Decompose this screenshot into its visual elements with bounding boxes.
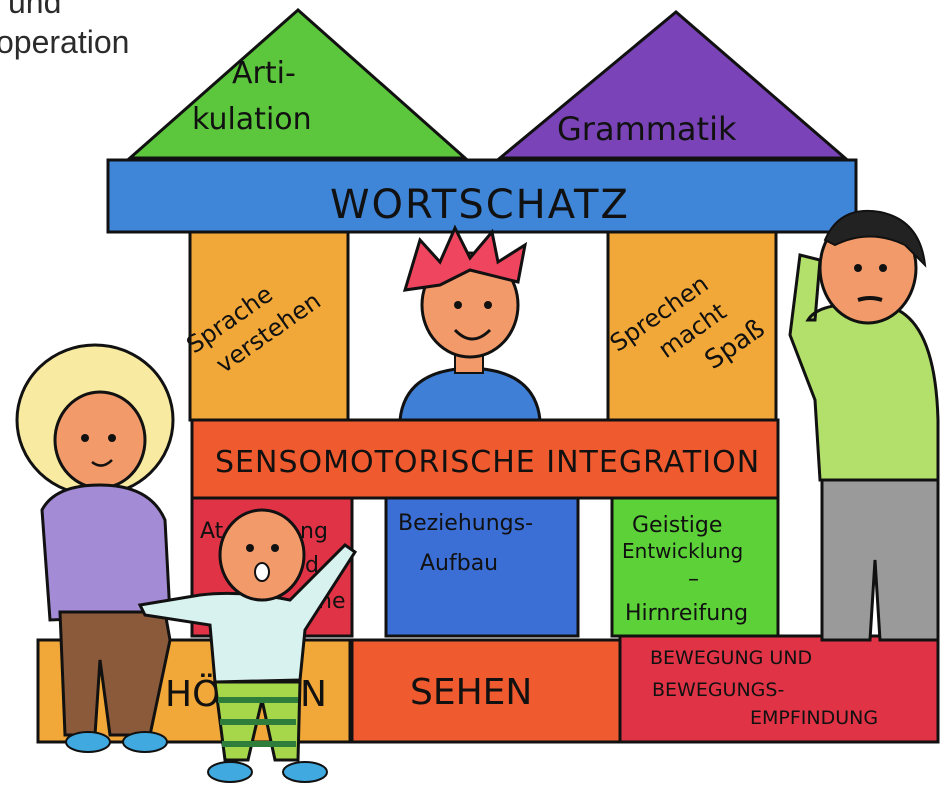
- toddler-figure: [137, 508, 358, 783]
- lower-right-label-2: Entwicklung: [622, 539, 743, 563]
- corner-text-line-1: und: [8, 0, 62, 20]
- boy-figure: [398, 224, 542, 422]
- base-right-label-1: BEWEGUNG UND: [650, 647, 812, 669]
- roof-left-label-2: kulation: [192, 102, 312, 137]
- lower-left-label-1: At: [200, 519, 224, 544]
- base-block-right: [618, 634, 940, 744]
- corner-text-line-2: operation: [0, 24, 130, 60]
- base-left-label-2: N: [300, 674, 327, 715]
- beam-middle-label: SENSOMOTORISCHE INTEGRATION: [215, 445, 760, 480]
- beam-middle: [190, 418, 780, 500]
- woman-figure: [15, 343, 175, 753]
- man-figure: [788, 209, 940, 642]
- lower-center-label-1: Beziehungs-: [398, 511, 533, 536]
- lower-center-label-2: Aufbau: [420, 551, 498, 576]
- roof-right-label: Grammatik: [557, 110, 737, 148]
- lower-right-label-1: Geistige: [632, 513, 722, 538]
- lower-right-label-4: Hirnreifung: [625, 601, 748, 626]
- lower-right-label-3: –: [688, 567, 699, 592]
- base-left-label-1: HÖ: [165, 673, 220, 715]
- base-right-label-3: EMPFINDUNG: [750, 707, 878, 729]
- lower-left-label-2: ng: [300, 519, 328, 544]
- beam-top-label: WORTSCHATZ: [330, 182, 630, 228]
- beam-top: [106, 158, 858, 234]
- lower-block-center: [384, 496, 580, 638]
- roof-left-label-1: Arti-: [232, 56, 296, 91]
- roof-left-triangle: [126, 7, 469, 160]
- lower-block-right: [610, 496, 780, 638]
- base-middle-label: SEHEN: [410, 672, 532, 713]
- lower-left-label-3: d: [305, 553, 319, 578]
- base-right-label-2: BEWEGUNGS-: [652, 679, 784, 701]
- pillar-left: [188, 230, 350, 422]
- base-block-middle: [350, 638, 622, 744]
- roof-right-triangle: [495, 10, 850, 160]
